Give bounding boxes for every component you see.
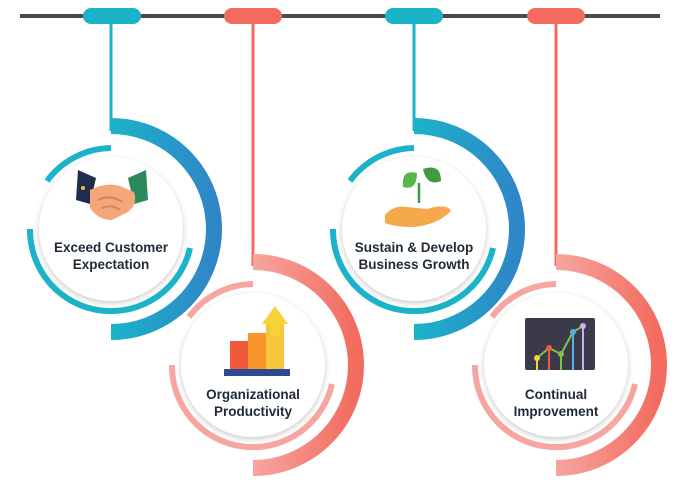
- node-sustain: [329, 118, 525, 340]
- bar-chart-arrow-icon: [224, 306, 290, 376]
- node-exceed-line-1: Exceed Customer: [53, 240, 169, 255]
- node-continual-label: Continual Improvement: [481, 386, 631, 420]
- connector-continual: [527, 8, 585, 266]
- node-exceed-line-2: Expectation: [72, 257, 150, 272]
- handshake-icon: [76, 170, 148, 220]
- node-productivity-line-1: Organizational: [206, 387, 300, 402]
- connector-sustain: [385, 8, 443, 131]
- node-exceed: [26, 118, 222, 340]
- hand-plant-icon: [385, 167, 451, 227]
- connector-exceed: [83, 8, 141, 131]
- node-sustain-line-2: Business Growth: [358, 257, 470, 272]
- line-chart-screen-icon: [525, 318, 595, 370]
- node-continual-line-2: Improvement: [513, 404, 599, 419]
- node-exceed-label: Exceed Customer Expectation: [36, 239, 186, 273]
- node-sustain-label: Sustain & Develop Business Growth: [339, 239, 489, 273]
- node-productivity-label: Organizational Productivity: [178, 386, 328, 420]
- node-continual-line-1: Continual: [524, 387, 588, 402]
- connector-productivity: [224, 8, 282, 266]
- node-productivity-line-2: Productivity: [213, 404, 292, 419]
- node-sustain-line-1: Sustain & Develop: [354, 240, 474, 255]
